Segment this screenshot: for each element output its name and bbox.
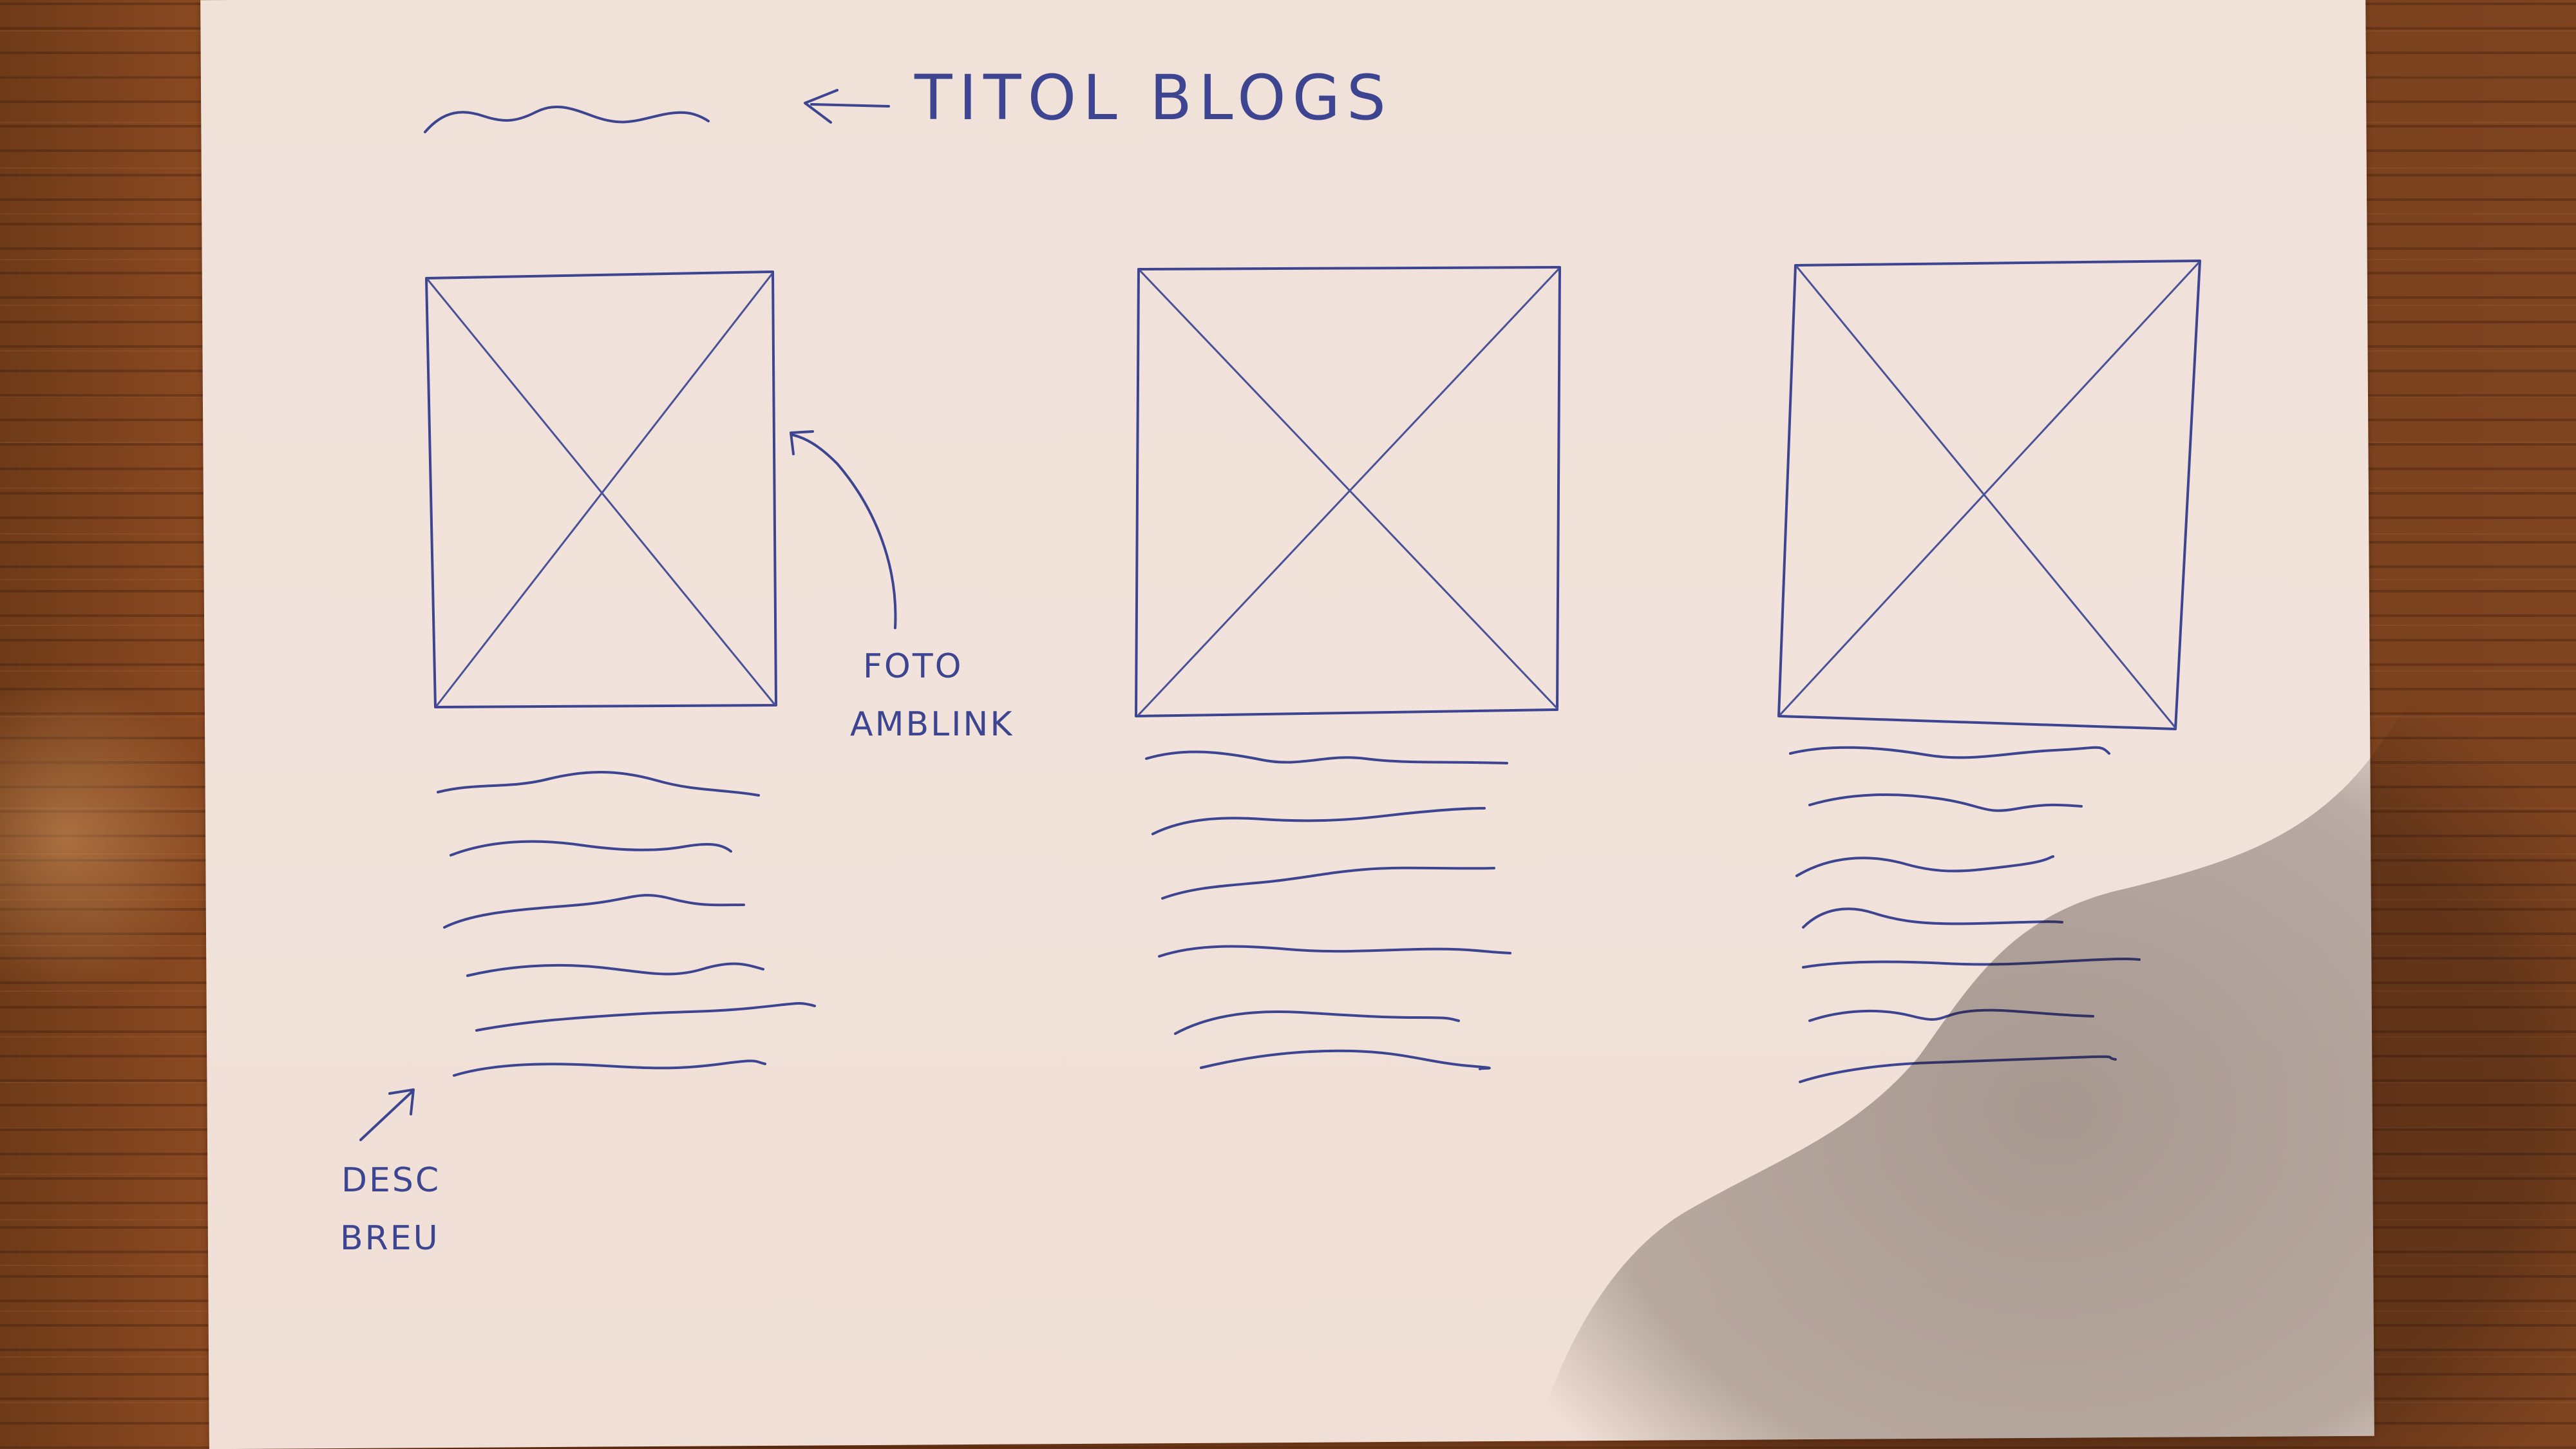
- photo-annotation-line-2: AMBLINK: [850, 705, 1014, 744]
- card-3-description-placeholder: [1789, 746, 2141, 1083]
- title-annotation: TITOL BLOGS: [914, 62, 1392, 134]
- card-1-description-placeholder: [437, 771, 816, 1077]
- description-annotation-line-1: DESC: [341, 1161, 440, 1200]
- card-1-image-placeholder: [425, 270, 777, 708]
- card-2-image-placeholder: [1135, 266, 1561, 717]
- table-light-reflection: [0, 676, 219, 998]
- photo-link-arrow-icon: [790, 430, 897, 629]
- title-arrow-icon: [804, 89, 890, 124]
- photo-annotation-line-1: FOTO: [863, 647, 963, 686]
- card-2-description-placeholder: [1145, 750, 1511, 1070]
- description-annotation-line-2: BREU: [340, 1219, 440, 1258]
- card-3-image-placeholder: [1777, 260, 2201, 730]
- blog-title-placeholder-line: [424, 105, 710, 133]
- description-arrow-icon: [359, 1088, 415, 1141]
